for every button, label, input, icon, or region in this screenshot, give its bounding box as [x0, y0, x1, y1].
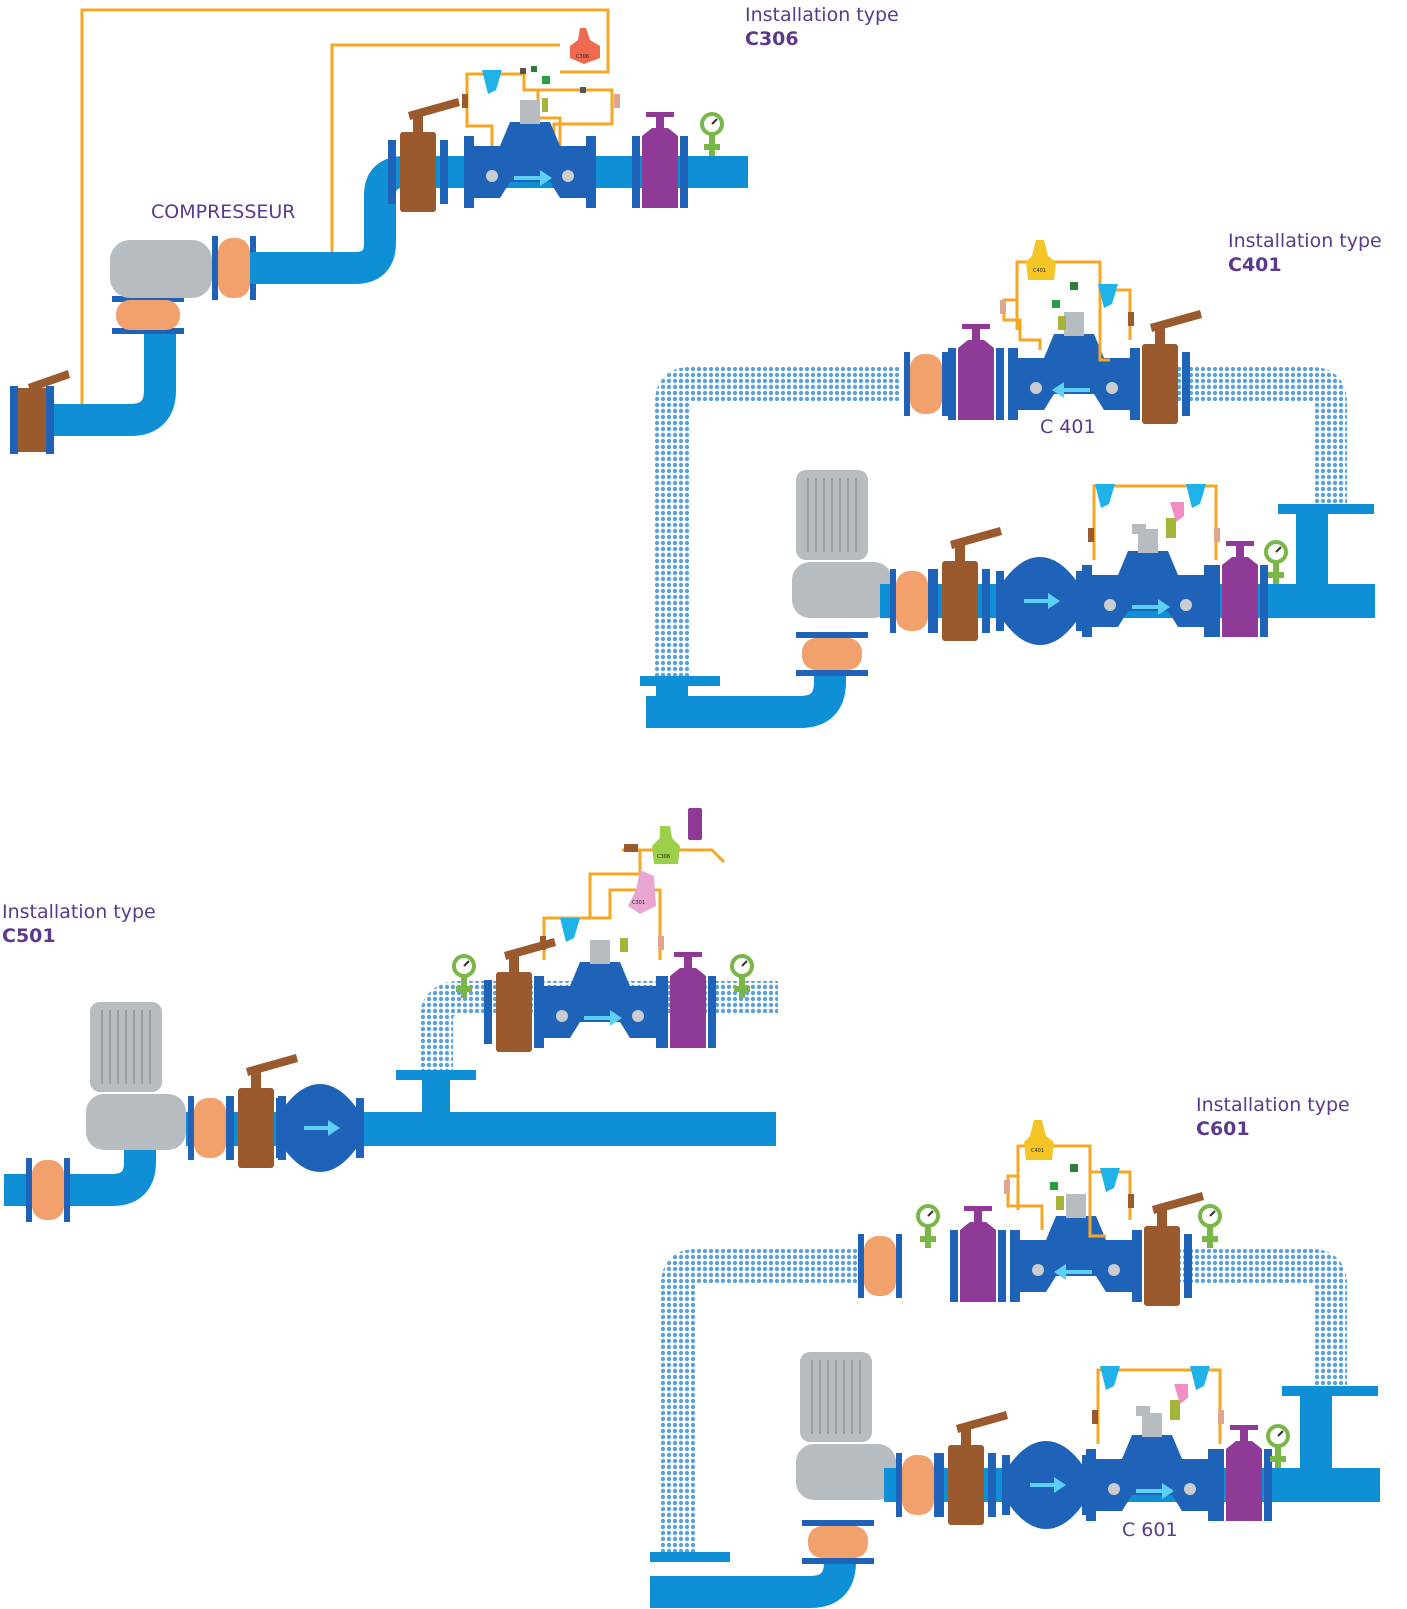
c601-heading: Installation type: [1196, 1094, 1350, 1116]
installation-c306: C306: [10, 8, 748, 454]
c601-code: C601: [1196, 1118, 1250, 1140]
c501-code: C501: [2, 925, 56, 947]
c401-code: C401: [1228, 254, 1282, 276]
installation-c401: C401: [640, 240, 1375, 728]
pilot-tag-c501-b: C301: [632, 900, 645, 906]
c501-heading: Installation type: [2, 901, 156, 923]
c601-valve-label: C 601: [1122, 1519, 1178, 1541]
pilot-tag-c306: C306: [576, 54, 589, 60]
c306-code: C306: [745, 28, 799, 50]
pilot-tag-c401: C401: [1033, 268, 1046, 274]
c401-heading: Installation type: [1228, 230, 1382, 252]
pilot-tag-c501-a: C306: [657, 854, 670, 860]
installation-c501: C301 C306: [4, 808, 778, 1222]
installation-c601: C401: [650, 1120, 1380, 1608]
pilot-tag-c601: C401: [1031, 1148, 1044, 1154]
c401-valve-label: C 401: [1040, 416, 1096, 438]
compressor-label: COMPRESSEUR: [151, 201, 296, 223]
c306-heading: Installation type: [745, 4, 899, 26]
